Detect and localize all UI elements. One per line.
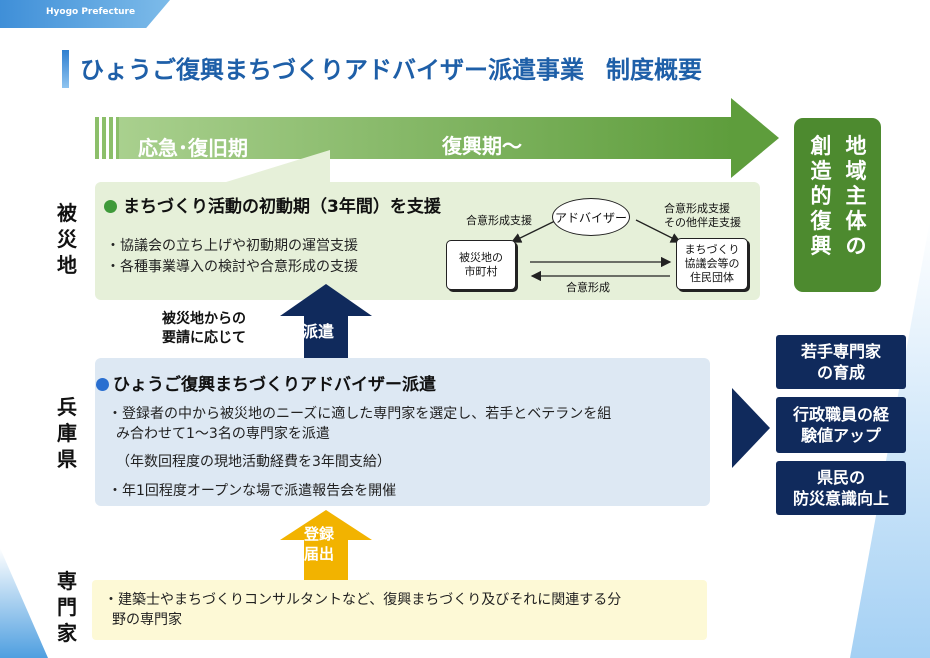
- register-line-2: 届出: [304, 545, 335, 563]
- prefecture-bullet-2: ・年1回程度オープンな場で派遣報告会を開催: [108, 483, 397, 499]
- goal-column-2: 創造的復興: [810, 134, 832, 258]
- goal-column-1: 地域主体の: [845, 134, 867, 258]
- consensus-label: 合意形成: [566, 281, 610, 294]
- left-decoration: [0, 548, 48, 658]
- row-label-experts: 専門家: [57, 569, 77, 645]
- arrow-advisor-to-council: [635, 219, 682, 243]
- dispatch-arrow: [280, 284, 372, 360]
- bullet-dot-icon: [104, 200, 117, 213]
- outcome-1-line-2: の育成: [816, 363, 865, 382]
- prefecture-heading: ひょうご復興まちづくりアドバイザー派遣: [96, 370, 436, 395]
- register-label: 登録 届出: [304, 524, 334, 564]
- register-arrow: [280, 510, 372, 580]
- outcome-young-experts: 若手専門家 の育成: [776, 335, 906, 389]
- outcome-2-line-2: 験値アップ: [800, 426, 881, 445]
- timeline-body: [119, 117, 733, 159]
- timeline-arrow-head: [731, 98, 779, 178]
- municipality-node: 被災地の 市町村: [446, 240, 516, 290]
- council-node: まちづくり 協議会等の 住民団体: [676, 238, 748, 290]
- disaster-heading-text: まちづくり活動の初動期（3年間）を支援: [123, 197, 441, 217]
- timeline-stripes: [95, 117, 119, 159]
- goal-box: 地域主体の 創造的復興: [794, 118, 881, 292]
- experts-panel: [92, 580, 707, 640]
- disaster-bullet-1: ・協議会の立ち上げや初動期の運営支援: [106, 238, 358, 254]
- council-line-2: 協議会等の: [684, 257, 740, 270]
- prefecture-bullet-1-line-2: み合わせて1～3名の専門家を派遣: [116, 426, 330, 442]
- request-line-1: 被災地からの: [162, 311, 246, 327]
- dispatch-label: 派遣: [302, 322, 335, 341]
- council-line-1: まちづくり: [684, 243, 740, 256]
- left-support-label: 合意形成支援: [466, 214, 532, 227]
- row-label-prefecture: 兵庫県: [57, 395, 77, 471]
- outcome-3-line-2: 防災意識向上: [792, 489, 889, 508]
- title-sub: 制度概要: [606, 56, 702, 84]
- phase-reconstruction-label: 復興期～: [442, 134, 522, 158]
- outcome-staff-experience: 行政職員の経 験値アップ: [776, 397, 906, 453]
- org-label: Hyogo Prefecture: [46, 7, 136, 17]
- bullet-dot-icon: [96, 378, 109, 391]
- prefecture-heading-text: ひょうご復興まちづくりアドバイザー派遣: [113, 375, 436, 395]
- page-title: ひょうご復興まちづくりアドバイザー派遣事業制度概要: [80, 50, 702, 85]
- municipality-line-1: 被災地の: [459, 251, 503, 264]
- municipality-line-2: 市町村: [464, 265, 498, 278]
- disaster-area-panel: [95, 182, 760, 300]
- register-arrow-shape: [280, 510, 372, 580]
- timeline-arrow: [95, 98, 779, 178]
- header-tab: Hyogo Prefecture: [0, 0, 170, 28]
- register-line-1: 登録: [304, 525, 335, 543]
- advisor-node: アドバイザー: [552, 198, 630, 236]
- outcome-chevron: [732, 388, 770, 468]
- phase-emergency-label: 応急･復旧期: [138, 136, 248, 160]
- outcome-3-line-1: 県民の: [816, 468, 865, 487]
- disaster-bullet-2: ・各種事業導入の検討や合意形成の支援: [106, 259, 358, 275]
- prefecture-panel: [95, 358, 710, 506]
- outcome-1-line-1: 若手専門家: [800, 342, 881, 361]
- relationship-diagram: [510, 219, 682, 282]
- title-accent-bar: [62, 50, 69, 88]
- right-support-label-2: その他伴走支援: [664, 216, 741, 229]
- request-note: 被災地からの 要請に応じて: [162, 310, 246, 348]
- dispatch-arrow-shape: [280, 284, 372, 360]
- title-main: ひょうご復興まちづくりアドバイザー派遣事業: [80, 56, 584, 84]
- experts-line-2: 野の専門家: [112, 612, 182, 628]
- disaster-heading: まちづくり活動の初動期（3年間）を支援: [104, 192, 441, 217]
- outcome-2-line-1: 行政職員の経: [792, 405, 889, 424]
- row-label-disaster-area: 被災地: [57, 201, 77, 277]
- outcome-disaster-awareness: 県民の 防災意識向上: [776, 461, 906, 515]
- experts-line-1: ・建築士やまちづくりコンサルタントなど、復興まちづくり及びそれに関連する分: [104, 592, 622, 608]
- arrow-advisor-to-municipality: [510, 219, 558, 243]
- council-line-3: 住民団体: [690, 271, 734, 284]
- prefecture-bullet-1-line-3: （年数回程度の現地活動経費を3年間支給）: [116, 454, 391, 470]
- right-support-label-1: 合意形成支援: [664, 202, 730, 215]
- request-line-2: 要請に応じて: [162, 330, 246, 346]
- prefecture-bullet-1-line-1: ・登録者の中から被災地のニーズに適した専門家を選定し、若手とベテランを組: [108, 406, 612, 422]
